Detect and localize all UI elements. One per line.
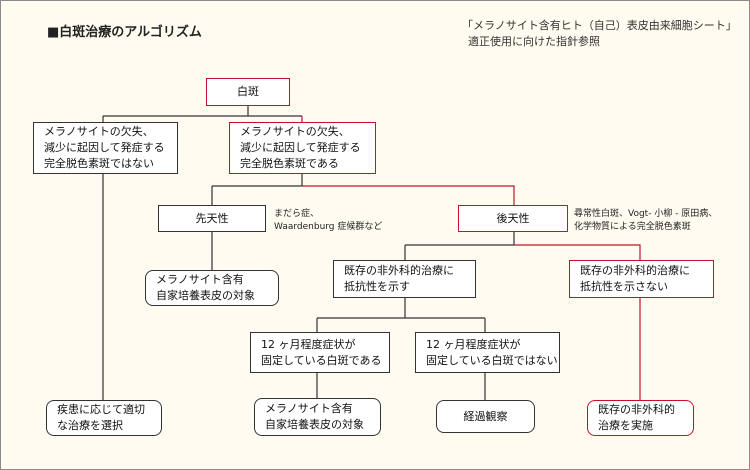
congenital-examples: まだら症、 Waardenburg 症候群など <box>274 209 383 232</box>
node-resistant: 既存の非外科的治療に 抵抗性を示す <box>333 260 476 298</box>
acquired-examples: 尋常性白斑、Vogt- 小柳 - 原田病、 化学物質による完全脱色素斑 <box>574 209 718 232</box>
node-not-resistant: 既存の非外科的治療に 抵抗性を示さない <box>569 260 714 298</box>
node-not-melanocyte-loss: メラノサイトの欠失、 減少に起因して発症する 完全脱色素斑ではない <box>33 122 178 174</box>
node-observe: 経過観察 <box>436 400 535 433</box>
node-vitiligo: 白斑 <box>206 78 290 106</box>
node-acquired: 後天性 <box>458 205 568 232</box>
node-select-treatment: 疾患に応じて適切 な治療を選択 <box>46 400 162 436</box>
node-acquired-target: メラノサイト含有 自家培養表皮の対象 <box>254 398 381 436</box>
node-congenital: 先天性 <box>158 205 266 232</box>
reference-note: 「メラノサイト含有ヒト（自己）表皮由来細胞シート」 適正使用に向けた指針参照 <box>462 18 737 50</box>
reference-note-line2: 適正使用に向けた指針参照 <box>468 35 600 48</box>
node-congenital-target: メラノサイト含有 自家培養表皮の対象 <box>145 270 279 306</box>
node-melanocyte-loss: メラノサイトの欠失、 減少に起因して発症する 完全脱色素斑である <box>229 122 376 174</box>
reference-note-line1: 「メラノサイト含有ヒト（自己）表皮由来細胞シート」 <box>462 19 737 32</box>
node-not-fixed-12-months: 12 ヶ月程度症状が 固定している白斑ではない <box>415 332 560 373</box>
node-perform-nonsurgical: 既存の非外科的 治療を実施 <box>587 400 694 436</box>
node-fixed-12-months: 12 ヶ月程度症状が 固定している白斑である <box>250 332 390 373</box>
diagram-title: ■白斑治療のアルゴリズム <box>47 25 202 40</box>
